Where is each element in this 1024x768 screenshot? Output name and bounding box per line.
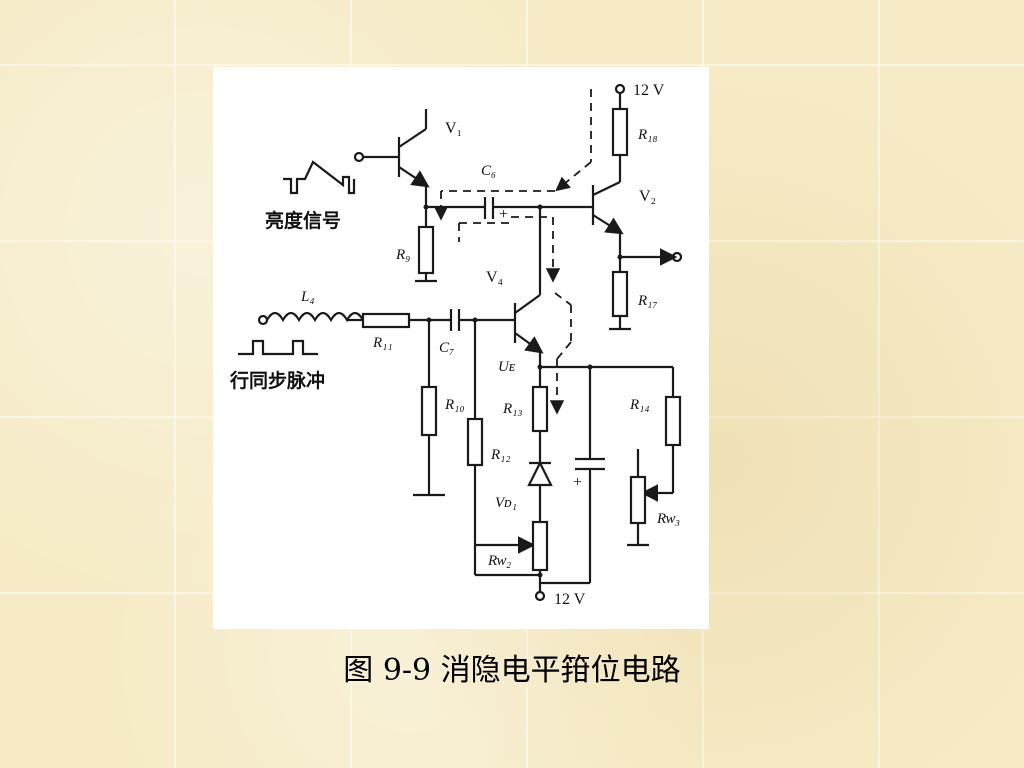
rw3-label: Rᴡ₃ (656, 511, 680, 527)
v4-label: V₄ (486, 269, 504, 286)
emitter-chain: R₁₃ Vᴅ₁ Rᴡ₂ 12 V (473, 367, 586, 608)
transistor-v1: V₁ (353, 109, 462, 207)
c7-label: C₇ (439, 340, 454, 356)
brightness-signal-label: 亮度信号 (265, 209, 341, 232)
resistor-r18: R₁₈ (611, 107, 658, 182)
v4-emitter-node: Uᴇ (498, 359, 673, 375)
v2-label: V₂ (639, 188, 656, 205)
cap-plus: + (573, 474, 582, 491)
r17-label: R₁₇ (637, 293, 658, 309)
v2-base-wire (537, 204, 593, 295)
figure-caption: 图 9-9 消隐电平箝位电路 (343, 653, 681, 688)
circuit-figure: 12 V R₁₈ V₂ R₁₇ (213, 67, 709, 629)
current-paths (433, 89, 592, 415)
r12-label: R₁₂ (490, 447, 511, 463)
c6-plus: + (499, 206, 508, 223)
brightness-waveform: 亮度信号 (265, 160, 356, 232)
v2-output: R₁₇ (609, 248, 683, 331)
ue-label: Uᴇ (498, 359, 515, 375)
c6-label: C₆ (481, 163, 496, 179)
resistor-r12: R₁₂ (466, 320, 536, 554)
r11-label: R₁₁ (372, 335, 393, 351)
l4-label: L₄ (300, 289, 315, 305)
supply-top-label: 12 V (633, 82, 665, 99)
r13-label: R₁₃ (502, 401, 523, 417)
capacitor-electrolytic: + (540, 367, 605, 585)
transistor-v2: V₂ (591, 181, 656, 249)
transistor-v4: V₄ (486, 269, 544, 367)
resistor-r14-rw3: R₁₄ Rᴡ₃ (627, 367, 682, 547)
supply-bottom-label: 12 V (554, 591, 586, 608)
clamp-circuit-diagram: 12 V R₁₈ V₂ R₁₇ (229, 82, 683, 608)
r14-label: R₁₄ (629, 397, 650, 413)
rw2-label: Rᴡ₂ (487, 553, 511, 569)
line-sync-pulse-label: 行同步脉冲 (229, 369, 325, 392)
supply-top: 12 V (614, 82, 665, 109)
r10-label: R₁₀ (444, 397, 465, 413)
v1-label: V₁ (445, 120, 462, 137)
r18-label: R₁₈ (637, 127, 658, 143)
capacitor-c6: + C₆ (426, 163, 540, 223)
r9-label: R₉ (395, 247, 410, 263)
resistor-r9: R₉ (395, 204, 437, 283)
vd1-label: Vᴅ₁ (495, 495, 517, 511)
sync-input-chain: L₄ R₁₁ C₇ 行同步脉冲 (229, 289, 515, 392)
resistor-r10: R₁₀ (413, 320, 465, 497)
